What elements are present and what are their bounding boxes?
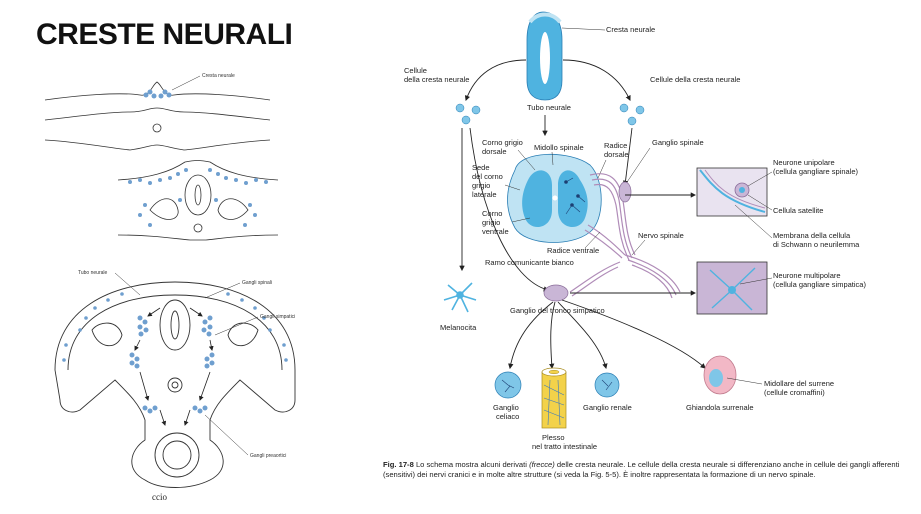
unipolar-neuron-box bbox=[696, 167, 768, 217]
melanocyte bbox=[443, 282, 477, 313]
leader-line bbox=[631, 239, 646, 256]
label-midollo-spinale: Midollo spinale bbox=[534, 143, 584, 152]
sympathetic-ganglion bbox=[543, 284, 569, 302]
label-gangli-simpatici: Gangli simpatici bbox=[260, 314, 295, 320]
label-midollare-1: Midollare del surrene bbox=[764, 379, 834, 388]
label-nervo-spinale: Nervo spinale bbox=[638, 231, 684, 240]
caption-text-b: delle cresta neurale. Le cellule della c… bbox=[383, 460, 900, 479]
label-corno-ventrale-2: grigio bbox=[482, 218, 500, 227]
stage-2-neural-tube bbox=[117, 160, 279, 241]
label-cresta-neurale: Cresta neurale bbox=[606, 25, 655, 34]
label-gangli-spinali: Gangli spinali bbox=[242, 280, 272, 286]
label-cellule-cresta-left-2: della cresta neurale bbox=[404, 75, 469, 84]
caption-fig-number: Fig. 17-8 bbox=[383, 460, 414, 469]
leader-line bbox=[561, 27, 606, 31]
label-corno-ventrale-3: ventrale bbox=[482, 227, 509, 236]
label-sede-1: Sede bbox=[472, 163, 490, 172]
label-gangli-preaortici: Gangli preaortici bbox=[250, 453, 286, 459]
neural-tube-top bbox=[526, 11, 563, 101]
crest-cells-right-cluster bbox=[619, 103, 645, 126]
label-midollare-2: (cellule cromaffini) bbox=[764, 388, 825, 397]
celiac-ganglion bbox=[494, 371, 522, 399]
leader-line bbox=[171, 75, 201, 91]
spinal-cord bbox=[507, 153, 602, 243]
stage-1-neural-fold bbox=[44, 81, 271, 151]
label-plesso-2: nel tratto intestinale bbox=[532, 442, 597, 451]
intestinal-plexus bbox=[541, 367, 567, 429]
slide-title: CRESTE NEURALI bbox=[36, 18, 293, 51]
crest-cells-left-cluster bbox=[455, 103, 481, 125]
nerve-bundles bbox=[569, 173, 681, 299]
spinal-leader-lines bbox=[504, 147, 651, 223]
migration-arrows-left bbox=[134, 307, 214, 426]
leader-line bbox=[726, 377, 763, 385]
label-radice-dorsale-1: Radice bbox=[604, 141, 627, 150]
label-membrana-2: di Schwann o neurilemma bbox=[773, 240, 860, 249]
label-neurone-multipolare-1: Neurone multipolare bbox=[773, 271, 841, 280]
label-sede-2: del corno bbox=[472, 172, 503, 181]
label-plesso-1: Plesso bbox=[542, 433, 565, 442]
left-leader-lines bbox=[114, 272, 259, 456]
label-membrana-1: Membrana della cellula bbox=[773, 231, 851, 240]
multipolar-neuron-box bbox=[696, 261, 768, 315]
label-neurone-unipolare-1: Neurone unipolare bbox=[773, 158, 835, 167]
spinal-ganglion bbox=[618, 181, 632, 203]
label-ganglio-renale: Ganglio renale bbox=[583, 403, 632, 412]
label-tubo-neurale: Tubo neurale bbox=[527, 103, 571, 112]
label-ganglio-tronco: Ganglio del tronco simpatico bbox=[510, 306, 605, 315]
arrows-bottom bbox=[508, 299, 706, 370]
neural-crest-cells-stage-1 bbox=[143, 89, 172, 99]
caption-italic: (frecce) bbox=[529, 460, 555, 469]
leader-line bbox=[739, 277, 773, 285]
label-cellule-cresta-left-1: Cellule bbox=[404, 66, 427, 75]
label-sede-4: laterale bbox=[472, 190, 497, 199]
label-ganglio-celiaco-2: celiaco bbox=[496, 412, 519, 421]
label-melanocita: Melanocita bbox=[440, 323, 477, 332]
label-cellula-satellite: Cellula satellite bbox=[773, 206, 823, 215]
left-figure-footer: ccio bbox=[152, 492, 167, 502]
label-neurone-unipolare-2: (cellula gangliare spinale) bbox=[773, 167, 859, 176]
label-corno-dorsale-2: dorsale bbox=[482, 147, 507, 156]
unipolar-leader-lines bbox=[734, 171, 773, 239]
renal-ganglion bbox=[594, 372, 620, 398]
label-corno-dorsale-1: Corno grigio bbox=[482, 138, 523, 147]
spinal-ganglia-clusters bbox=[62, 292, 288, 414]
label-radice-dorsale-2: dorsale bbox=[604, 150, 629, 159]
arrows-top bbox=[459, 59, 633, 292]
leader-line bbox=[584, 231, 601, 249]
spinal-neurons bbox=[564, 177, 586, 215]
adrenal-gland bbox=[703, 355, 737, 395]
label-cellule-cresta-right: Cellule della cresta neurale bbox=[650, 75, 740, 84]
label-neurone-multipolare-2: (cellula gangliare simpatica) bbox=[773, 280, 866, 289]
figure-caption: Fig. 17-8 Lo schema mostra alcuni deriva… bbox=[383, 460, 905, 480]
caption-text-a: Lo schema mostra alcuni derivati bbox=[415, 460, 530, 469]
label-radice-ventrale: Radice ventrale bbox=[547, 246, 599, 255]
label-corno-ventrale-1: Corno bbox=[482, 209, 502, 218]
neural-crest-cells-stage-2 bbox=[128, 168, 268, 227]
label-ganglio-celiaco-1: Ganglio bbox=[493, 403, 519, 412]
label-ganglio-spinale: Ganglio spinale bbox=[652, 138, 704, 147]
label-tubo-neurale-left: Tubo neurale bbox=[78, 270, 107, 276]
label-ramo-comunicante: Ramo comunicante bianco bbox=[485, 258, 574, 267]
label-cresta-neurale-left: Cresta neurale bbox=[202, 73, 235, 79]
label-ghiandola-surrenale: Ghiandola surrenale bbox=[686, 403, 754, 412]
label-sede-3: grigio bbox=[472, 181, 490, 190]
